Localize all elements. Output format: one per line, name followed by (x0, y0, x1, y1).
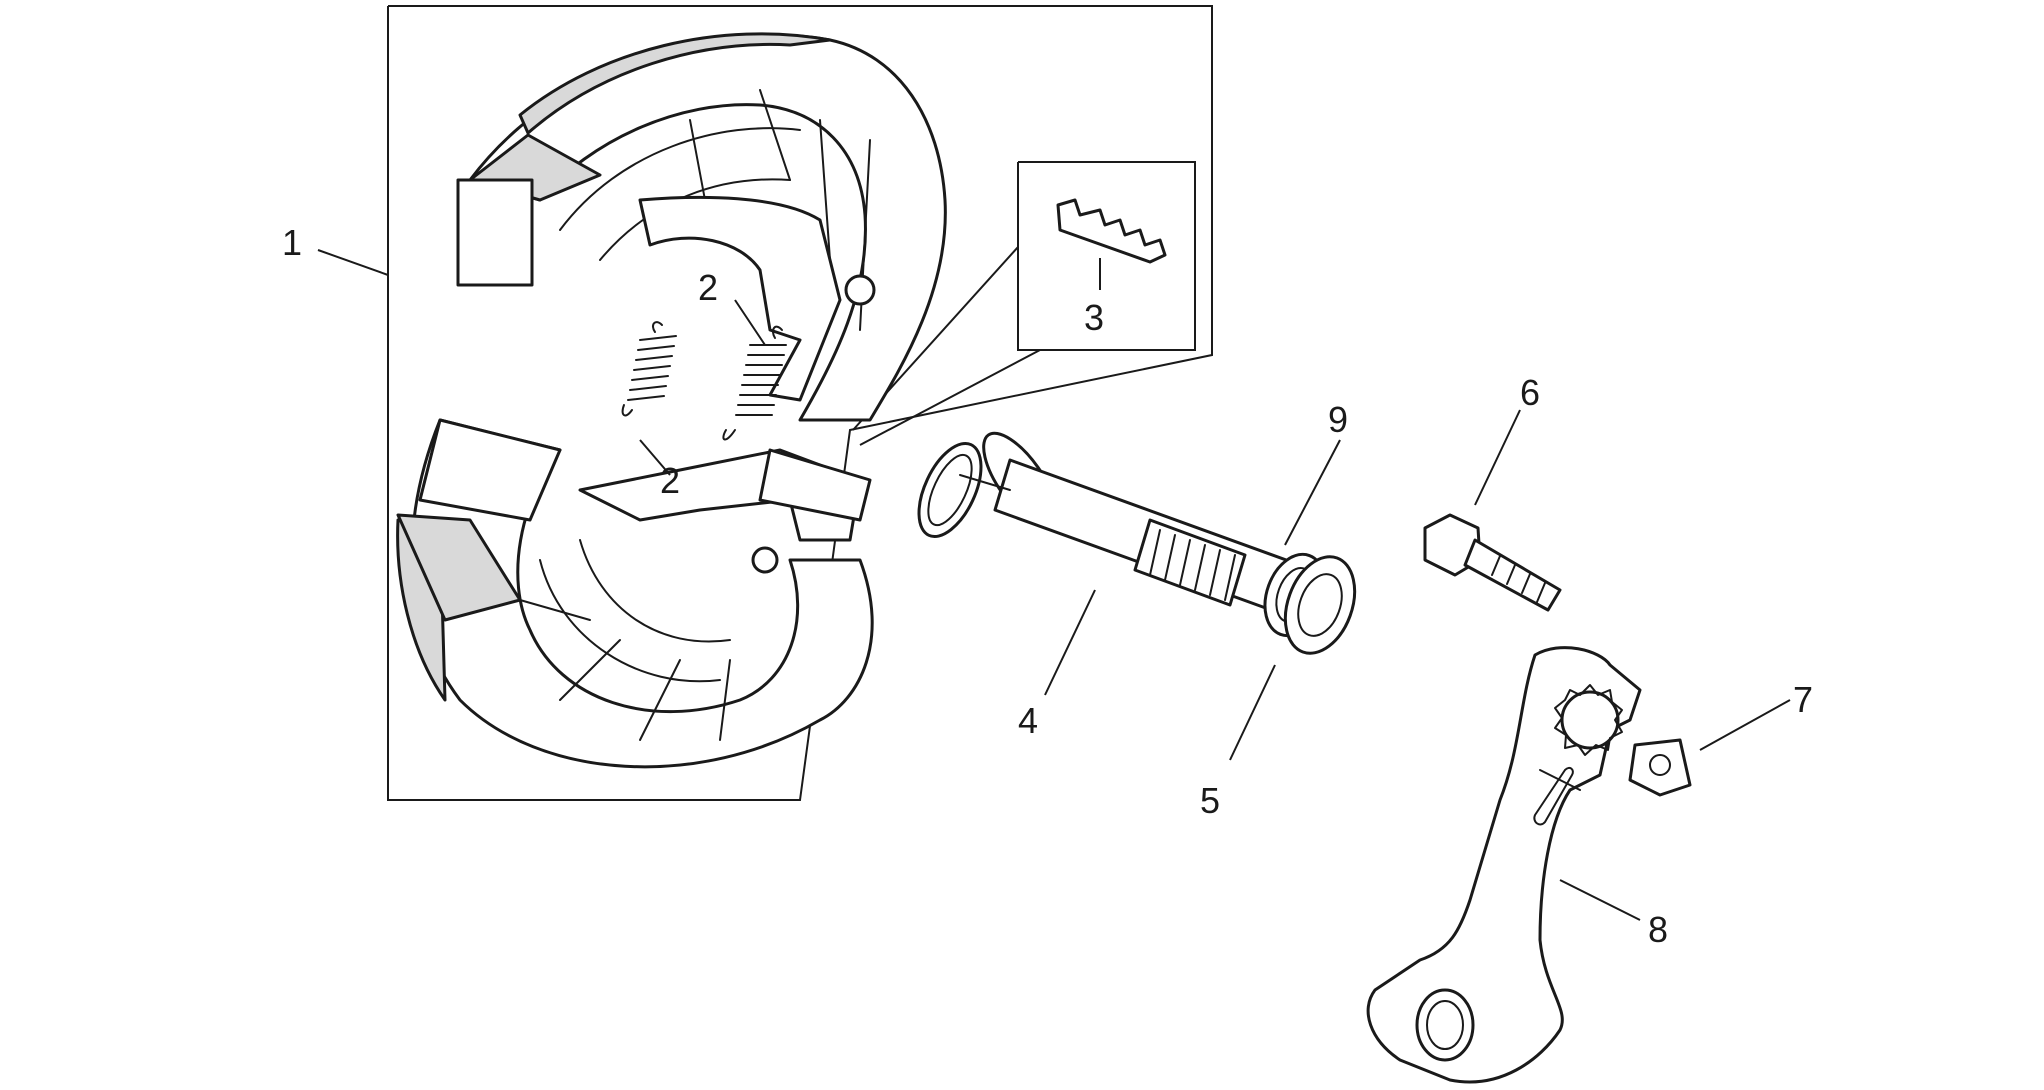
callout-4: 4 (1018, 700, 1038, 741)
washer-5 (1283, 555, 1357, 655)
callout-7: 7 (1793, 679, 1813, 720)
bolt (1423, 513, 1562, 612)
callout-9: 9 (1328, 399, 1348, 440)
callout-3: 3 (1084, 297, 1104, 338)
callout-8: 8 (1648, 909, 1668, 950)
spring-left (621, 321, 677, 417)
brake-cam-shaft (959, 431, 1302, 617)
callout-2-lower: 2 (660, 460, 680, 501)
callout-labels: 1 2 2 3 4 5 6 7 8 9 (282, 222, 1813, 950)
brake-shoe-upper (456, 32, 947, 422)
callout-2-upper: 2 (698, 267, 718, 308)
spring-right (722, 325, 787, 441)
brake-shoe-lower (396, 418, 874, 769)
callout-6: 6 (1520, 372, 1540, 413)
clip-part (1056, 198, 1167, 264)
brake-shoe-assembly-frame (387, 5, 1213, 801)
nut (1628, 738, 1692, 797)
leader-lines (317, 249, 1791, 921)
callout-5: 5 (1200, 780, 1220, 821)
brake-lever (1366, 646, 1642, 1084)
seal-ring (917, 441, 983, 539)
callout-1: 1 (282, 222, 302, 263)
